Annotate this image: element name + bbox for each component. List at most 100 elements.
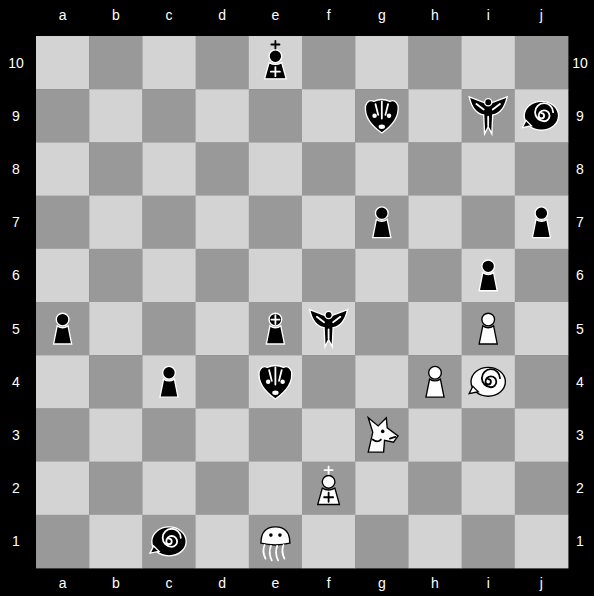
chess-piece [318,467,340,505]
board-coordinate: h [431,7,439,23]
board-coordinate: i [487,7,490,23]
board-square [408,462,462,516]
board-square [36,355,90,409]
board-square [462,36,516,90]
board-square [515,462,569,516]
board-square [302,408,356,462]
board-square [302,249,356,303]
board-square [142,355,196,409]
board-square [462,196,516,250]
board-square [462,142,516,196]
board-square [462,515,516,569]
board-coordinate: e [271,575,279,591]
board-square [36,302,90,356]
chess-piece [426,366,444,397]
board-coordinate: f [327,575,331,591]
chess-piece [54,313,72,344]
board-coordinate: g [378,7,386,23]
board-coordinate: a [59,7,67,23]
board-square [355,462,409,516]
board-square [408,36,462,90]
board-square [36,249,90,303]
board-square [462,408,516,462]
chess-piece [469,367,505,396]
board-square [408,355,462,409]
board-square [408,89,462,143]
board-coordinate: c [166,7,173,23]
board-coordinate: e [271,7,279,23]
board-coordinate: 4 [12,374,20,390]
board-square [249,462,303,516]
board-square [36,515,90,569]
board-square [249,249,303,303]
board-square [462,302,516,356]
board-square [142,462,196,516]
board-coordinate: 1 [576,533,584,549]
board-square [355,408,409,462]
board-square [355,355,409,409]
board-coordinate: g [378,575,386,591]
board-square [355,142,409,196]
board-coordinate: 3 [576,427,584,443]
board-square [142,142,196,196]
chess-piece [265,41,287,79]
board-square [515,89,569,143]
board-square [355,36,409,90]
board-square [36,196,90,250]
board-square [89,355,143,409]
board-coordinate: 7 [12,214,20,230]
board-coordinate: 5 [576,321,584,337]
board-square [196,408,250,462]
chess-piece [368,418,398,452]
chess-piece [365,100,398,133]
board-square [89,515,143,569]
board-square [249,196,303,250]
board-square [142,36,196,90]
board-square [302,36,356,90]
board-coordinate: 9 [576,108,584,124]
board-square [408,408,462,462]
board-coordinate: 3 [12,427,20,443]
board-coordinate: j [540,7,543,23]
board-square [355,89,409,143]
board-square [462,249,516,303]
board-coordinate: b [112,7,120,23]
chess-piece [266,313,284,344]
board-square [36,36,90,90]
board-coordinate: 4 [576,374,584,390]
board-coordinate: 1 [12,533,20,549]
chess-piece [522,101,558,130]
board-square [89,142,143,196]
board-coordinate: i [487,575,490,591]
board-square [355,196,409,250]
board-square [36,462,90,516]
board-square [196,515,250,569]
board-coordinate: b [112,575,120,591]
board-square [142,89,196,143]
board-square [302,142,356,196]
board-square [89,408,143,462]
board-square [196,89,250,143]
board-square [408,515,462,569]
board-square [355,302,409,356]
chess-piece [160,366,178,397]
chess-piece [479,260,497,291]
chess-piece [469,97,507,134]
board-square [302,302,356,356]
board-square [249,515,303,569]
board-square [515,196,569,250]
board-square [462,89,516,143]
board-square [249,408,303,462]
board-square [89,36,143,90]
board-square [36,142,90,196]
board-square [142,249,196,303]
board-square [196,36,250,90]
board-square [89,302,143,356]
board-square [89,196,143,250]
board-square [142,302,196,356]
board-coordinate: 10 [572,55,588,71]
board-coordinate: 8 [12,161,20,177]
chess-piece [532,207,550,238]
board-square [462,355,516,409]
board-square [302,89,356,143]
